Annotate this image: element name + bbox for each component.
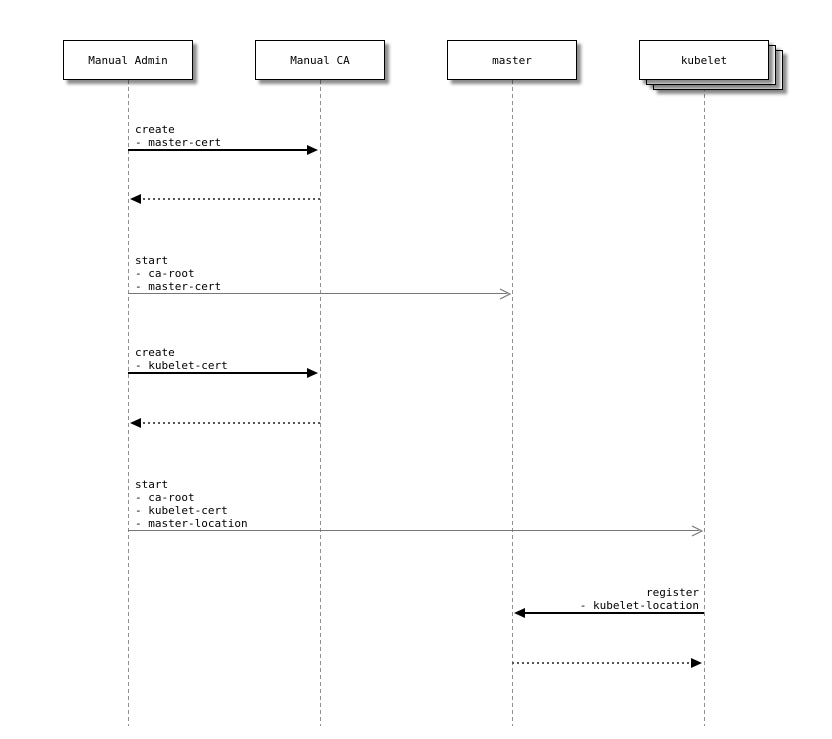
message-1-line <box>128 149 315 151</box>
actor-label-master: master <box>492 53 532 67</box>
message-6-label: start - ca-root - kubelet-cert - master-… <box>135 478 248 530</box>
message-8-return-arrowhead-icon <box>691 658 702 668</box>
actor-box-manual-ca: Manual CA <box>255 40 385 80</box>
message-7-line <box>517 612 704 614</box>
actor-box-manual-admin: Manual Admin <box>63 40 193 80</box>
message-4-label: create - kubelet-cert <box>135 346 228 372</box>
lifeline-master <box>512 80 513 726</box>
lifeline-kubelet <box>704 80 705 726</box>
actor-label-manual-ca: Manual CA <box>290 53 350 67</box>
message-6-arrowhead-icon <box>691 525 704 537</box>
message-1-arrowhead-icon <box>307 145 318 155</box>
message-6-line <box>128 530 699 531</box>
message-5-return-line <box>133 422 320 424</box>
message-3-label: start - ca-root - master-cert <box>135 254 222 293</box>
message-7-label: register - kubelet-location <box>579 586 699 612</box>
message-2-return-line <box>133 198 320 200</box>
actor-label-manual-admin: Manual Admin <box>88 53 168 67</box>
lifeline-manual-admin <box>128 80 129 726</box>
message-5-return-arrowhead-icon <box>130 418 141 428</box>
actor-label-kubelet: kubelet <box>680 53 728 67</box>
message-2-return-arrowhead-icon <box>130 194 141 204</box>
actor-box-master: master <box>447 40 577 80</box>
message-7-arrowhead-icon <box>514 608 525 618</box>
message-1-label: create - master-cert <box>135 123 222 149</box>
message-4-arrowhead-icon <box>307 368 318 378</box>
message-3-line <box>128 293 507 294</box>
message-4-line <box>128 372 315 374</box>
actor-box-kubelet: kubelet <box>639 40 769 80</box>
message-3-arrowhead-icon <box>499 288 512 300</box>
lifeline-manual-ca <box>320 80 321 726</box>
message-8-return-line <box>512 662 699 664</box>
